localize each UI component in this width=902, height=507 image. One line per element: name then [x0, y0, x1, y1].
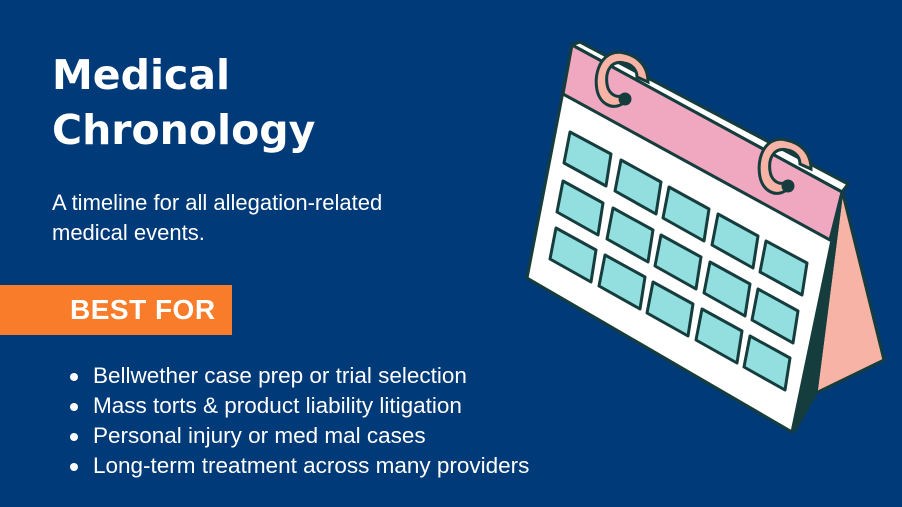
title-line-1: Medical [52, 51, 231, 99]
best-for-list: Bellwether case prep or trial selection … [68, 361, 529, 481]
bullet-icon [70, 433, 78, 441]
bullet-icon [70, 373, 78, 381]
bullet-icon [70, 403, 78, 411]
page-title: Medical Chronology [52, 48, 315, 158]
list-item: Personal injury or med mal cases [68, 421, 529, 451]
subtitle: A timeline for all allegation-related me… [52, 190, 383, 245]
list-item: Long-term treatment across many provider… [68, 451, 529, 481]
best-for-label: BEST FOR [70, 294, 216, 325]
list-item: Mass torts & product liability litigatio… [68, 391, 529, 421]
list-item: Bellwether case prep or trial selection [68, 361, 529, 391]
best-for-banner: BEST FOR [0, 285, 232, 335]
bullet-icon [70, 463, 78, 471]
title-line-2: Chronology [52, 106, 316, 154]
